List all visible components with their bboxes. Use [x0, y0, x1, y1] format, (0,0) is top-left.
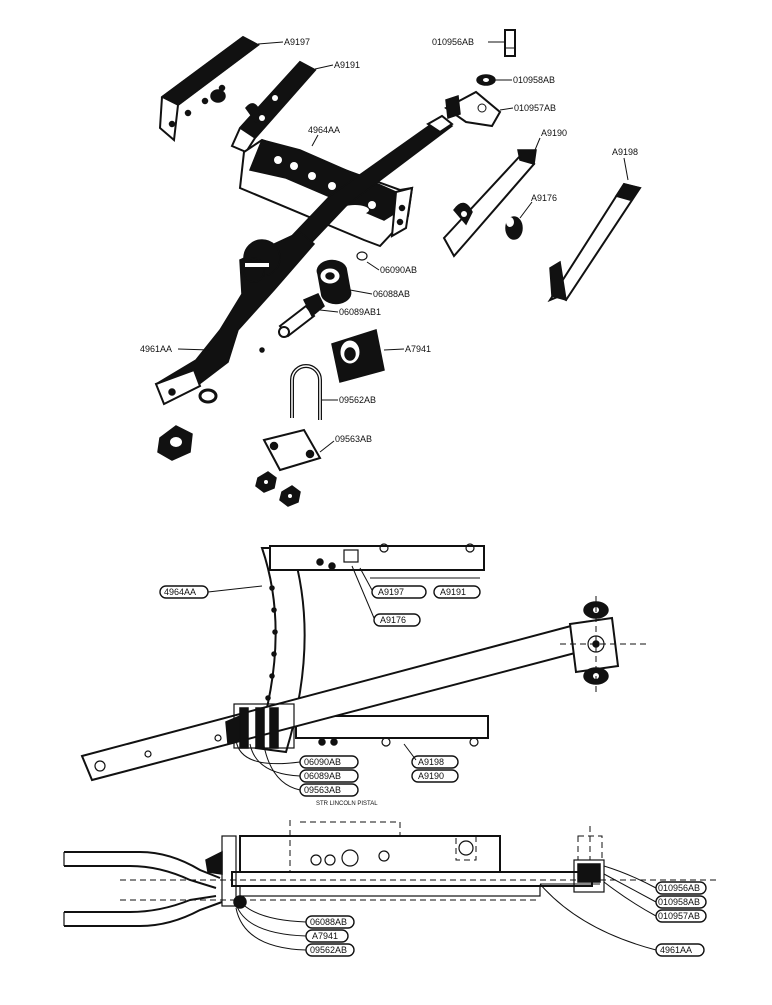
label-09562ab: 09562AB	[339, 395, 376, 405]
label-a9197: A9197	[284, 37, 310, 47]
label-010956ab: 010956AB	[432, 37, 474, 47]
part-09562ab	[290, 364, 322, 420]
top-view: 4964AA A9197 A9191 A9176 06090AB 06089AB…	[80, 543, 650, 807]
washer	[198, 388, 218, 404]
label-a7941: A7941	[405, 344, 431, 354]
note-top: STR LINCOLN PISTAL	[316, 801, 378, 807]
label-06088ab: 06088AB	[373, 289, 410, 299]
label-09562ab-side: 09562AB	[310, 945, 347, 955]
part-a9198	[547, 182, 642, 303]
part-06090ab	[356, 251, 368, 261]
nut-small-1	[255, 471, 277, 493]
label-4961aa-side: 4961AA	[660, 945, 692, 955]
label-4964aa: 4964AA	[308, 125, 340, 135]
part-a9190	[442, 149, 537, 258]
right-clevis	[560, 596, 650, 692]
label-06088ab-side: 06088AB	[310, 917, 347, 927]
label-a9198: A9198	[612, 147, 638, 157]
part-4961aa	[154, 114, 454, 406]
label-a9176: A9176	[531, 193, 557, 203]
side-view: 06088AB A7941 09562AB 010956AB 010958AB …	[63, 820, 720, 957]
label-09563ab-top: 09563AB	[304, 785, 341, 795]
label-4964aa-top: 4964AA	[164, 587, 196, 597]
label-010956ab-side: 010956AB	[658, 883, 700, 893]
hex-nut-large	[157, 425, 193, 461]
part-06089ab1	[278, 293, 325, 338]
part-010958ab	[476, 74, 496, 86]
label-4961aa: 4961AA	[140, 344, 172, 354]
label-010957ab: 010957AB	[514, 103, 556, 113]
part-a9197	[158, 35, 260, 142]
label-a9176-top: A9176	[380, 615, 406, 625]
label-a9191-top: A9191	[440, 587, 466, 597]
part-a9176	[505, 216, 523, 240]
exploded-view: A9197 A9191 4964AA	[140, 29, 642, 507]
part-06088ab	[316, 259, 352, 305]
label-06089ab-top: 06089AB	[304, 771, 341, 781]
label-06090ab: 06090AB	[380, 265, 417, 275]
label-010957ab-side: 010957AB	[658, 911, 700, 921]
label-a9191: A9191	[334, 60, 360, 70]
label-06089ab1: 06089AB1	[339, 307, 381, 317]
part-a9191	[230, 60, 317, 154]
part-a7941	[331, 329, 385, 383]
part-4964aa	[238, 138, 414, 248]
label-09563ab: 09563AB	[335, 434, 372, 444]
label-a9197-top: A9197	[378, 587, 404, 597]
label-010958ab-side: 010958AB	[658, 897, 700, 907]
label-a9190: A9190	[541, 128, 567, 138]
label-06090ab-top: 06090AB	[304, 757, 341, 767]
label-a9190-top: A9190	[418, 771, 444, 781]
label-a7941-side: A7941	[312, 931, 338, 941]
nut-small-2	[279, 485, 301, 507]
part-09563ab	[262, 428, 322, 472]
label-a9198-top: A9198	[418, 757, 444, 767]
part-010956ab	[504, 29, 516, 57]
label-010958ab: 010958AB	[513, 75, 555, 85]
pin-dot	[259, 347, 265, 353]
part-010957ab	[444, 90, 502, 128]
